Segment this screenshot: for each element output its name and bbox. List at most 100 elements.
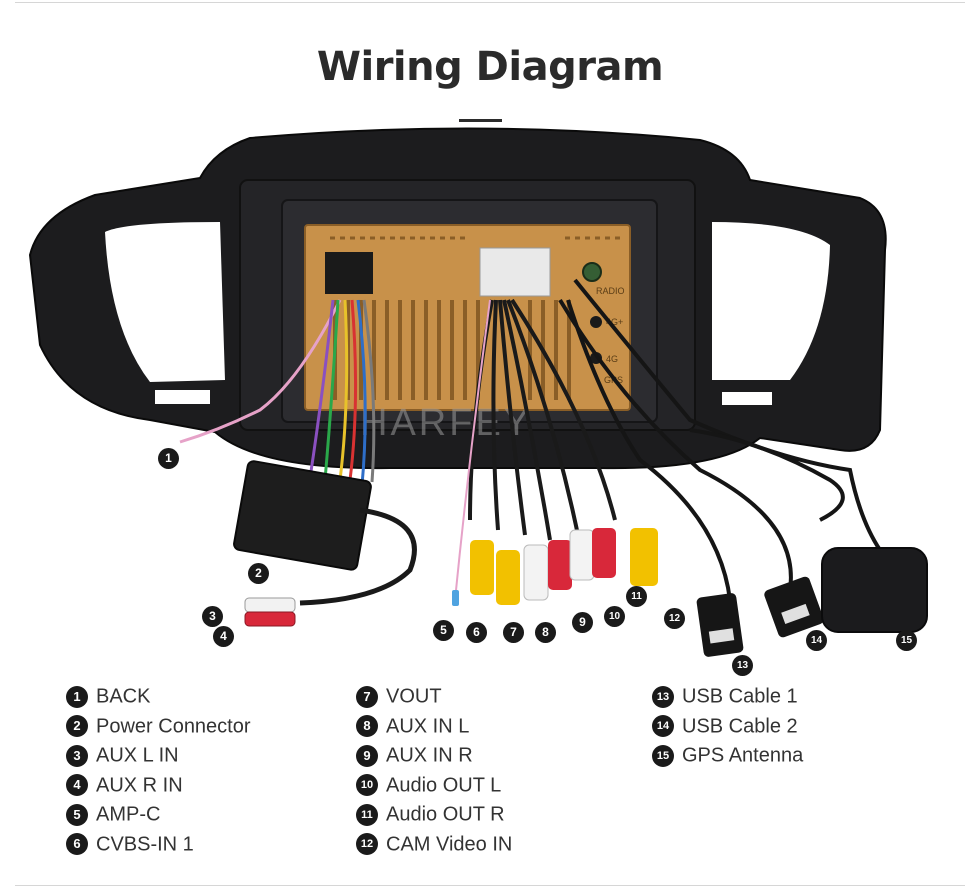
- port-4g-plus: [590, 316, 602, 328]
- callout-14: 14: [806, 630, 827, 651]
- back-wire: [179, 299, 342, 444]
- legend-label: Audio OUT L: [386, 774, 502, 797]
- unit-connector-center: [479, 247, 551, 297]
- frame-right-cutout: [712, 222, 830, 380]
- legend-number: 10: [356, 774, 378, 797]
- legend-number: 12: [356, 833, 378, 856]
- callout-15: 15: [896, 630, 917, 651]
- brand-watermark: HARFEY: [360, 402, 532, 444]
- legend-label: VOUT: [386, 685, 442, 708]
- callout-6: 6: [466, 622, 487, 643]
- legend-label: Power Connector: [96, 715, 251, 738]
- callout-8: 8: [535, 622, 556, 643]
- callout-11: 11: [626, 586, 647, 607]
- wiring-photo: RADIO 4G+ 4G GPS HARFEY: [28, 127, 928, 657]
- frame-left-slot: [155, 390, 210, 404]
- usb-cable-1-port: [708, 628, 735, 644]
- rca-cam-video-in: [630, 528, 658, 586]
- frame-left-cutout: [105, 222, 225, 382]
- callout-2: 2: [248, 563, 269, 584]
- legend-label: CAM Video IN: [386, 833, 513, 856]
- unit-connector-left: [325, 252, 373, 294]
- frame-right-slot: [722, 392, 772, 405]
- legend-number: 2: [66, 715, 88, 738]
- legend-item: 9 AUX IN R: [356, 743, 512, 773]
- aux-cable: [299, 507, 417, 606]
- legend-item: 7 VOUT: [356, 684, 512, 714]
- legend-label: BACK: [96, 685, 151, 708]
- radio-port: [582, 262, 602, 282]
- amp-c-wire: [454, 299, 491, 601]
- legend-item: 2 Power Connector: [66, 714, 251, 744]
- legend-number: 14: [652, 715, 674, 738]
- callout-13: 13: [732, 655, 753, 676]
- legend-label: AUX R IN: [96, 774, 183, 797]
- callout-1: 1: [158, 448, 179, 469]
- legend-item: 5 AMP-C: [66, 802, 251, 832]
- usb-gps-cables: [558, 278, 882, 601]
- power-connector-block: [233, 460, 372, 571]
- bottom-divider: [15, 885, 965, 886]
- legend-number: 8: [356, 715, 378, 738]
- rca-aux-in-r: [548, 540, 572, 590]
- legend-label: USB Cable 2: [682, 715, 798, 738]
- legend-item: 14 USB Cable 2: [652, 714, 803, 744]
- aux-l-plug: [244, 597, 296, 613]
- rca-plugs: [470, 528, 658, 605]
- legend-item: 4 AUX R IN: [66, 773, 251, 803]
- legend-item: 13 USB Cable 1: [652, 684, 803, 714]
- callout-10: 10: [604, 606, 625, 627]
- usb-cable-2-port: [781, 603, 810, 625]
- legend-item: 12 CAM Video IN: [356, 832, 512, 862]
- legend-number: 1: [66, 685, 88, 708]
- radio-label: RADIO: [596, 286, 625, 296]
- callout-12: 12: [664, 608, 685, 629]
- callout-9: 9: [572, 612, 593, 633]
- title-underline: [459, 119, 502, 122]
- legend-number: 3: [66, 744, 88, 767]
- rca-aux-in-l: [523, 544, 549, 601]
- amp-c-tip: [452, 590, 459, 606]
- usb-cable-1-plug: [696, 593, 744, 657]
- legend-item: 3 AUX L IN: [66, 743, 251, 773]
- callout-3: 3: [202, 606, 223, 627]
- legend-number: 4: [66, 774, 88, 797]
- legend-column-1: 1 BACK 2 Power Connector 3 AUX L IN 4 AUX R …: [66, 684, 251, 861]
- legend-label: AUX IN L: [386, 715, 470, 738]
- callout-7: 7: [503, 622, 524, 643]
- legend-number: 6: [66, 833, 88, 856]
- callout-5: 5: [433, 620, 454, 641]
- legend-number: 11: [356, 803, 378, 826]
- rca-audio-out-r: [592, 528, 616, 578]
- legend-label: AMP-C: [96, 803, 161, 826]
- harness-wires: [308, 299, 376, 486]
- usb-cable-2-plug: [764, 576, 824, 638]
- rca-vout: [496, 550, 520, 605]
- legend-number: 5: [66, 803, 88, 826]
- top-divider: [15, 2, 965, 3]
- port-4g-plus-label: 4G+: [606, 317, 623, 327]
- legend-label: CVBS-IN 1: [96, 833, 194, 856]
- legend-item: 11 Audio OUT R: [356, 802, 512, 832]
- port-4g-label: 4G: [606, 354, 618, 364]
- legend-column-3: 13 USB Cable 1 14 USB Cable 2 15 GPS Antenn…: [652, 684, 803, 773]
- legend-item: 15 GPS Antenna: [652, 743, 803, 773]
- legend-number: 7: [356, 685, 378, 708]
- callout-4: 4: [213, 626, 234, 647]
- legend-number: 9: [356, 744, 378, 767]
- legend-label: USB Cable 1: [682, 685, 798, 708]
- legend-item: 10 Audio OUT L: [356, 773, 512, 803]
- legend-item: 1 BACK: [66, 684, 251, 714]
- legend-label: GPS Antenna: [682, 744, 804, 767]
- legend-number: 13: [652, 685, 674, 708]
- legend-number: 15: [652, 744, 674, 767]
- rca-audio-out-l: [569, 529, 595, 581]
- legend-label: Audio OUT R: [386, 803, 505, 826]
- gps-antenna: [821, 547, 928, 633]
- legend-label: AUX L IN: [96, 744, 179, 767]
- aux-r-plug: [244, 611, 296, 627]
- legend-label: AUX IN R: [386, 744, 473, 767]
- legend-item: 8 AUX IN L: [356, 714, 512, 744]
- page-title: Wiring Diagram: [316, 44, 664, 90]
- rca-cvbs-in1: [470, 540, 494, 595]
